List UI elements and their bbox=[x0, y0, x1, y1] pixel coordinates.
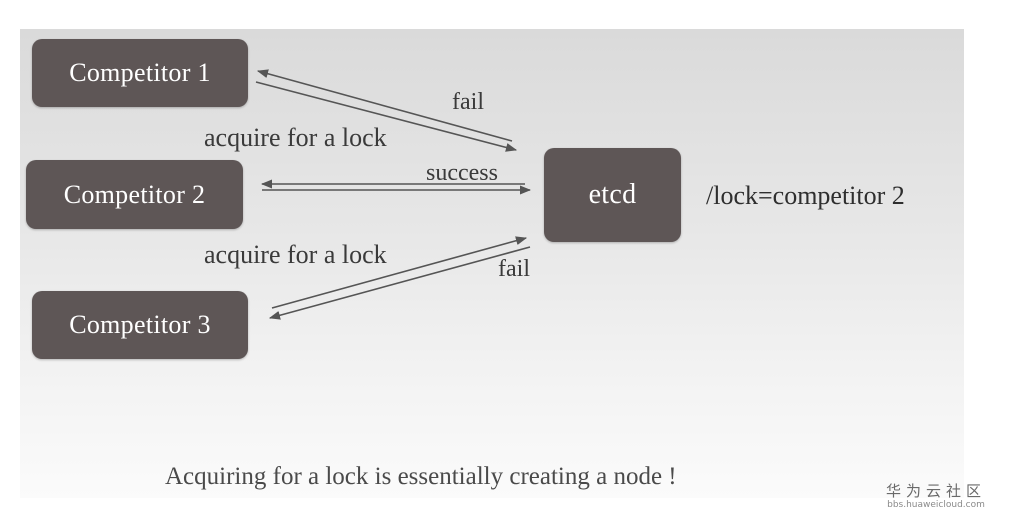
fail-label-3: fail bbox=[498, 256, 530, 282]
diagram-panel bbox=[20, 29, 964, 498]
arrow-c3-to-etcd bbox=[271, 236, 528, 309]
arrow-c1-to-etcd bbox=[255, 81, 518, 152]
watermark-title: 华为云社区 bbox=[886, 482, 987, 500]
lock-key-value: /lock=competitor 2 bbox=[706, 181, 905, 210]
watermark-logo: 华为云社区 bbs.huaweicloud.com bbox=[886, 483, 986, 511]
watermark-url: bbs.huaweicloud.com bbox=[887, 500, 985, 510]
competitor-3-node: Competitor 3 bbox=[32, 291, 248, 359]
arrow-etcd-to-c1 bbox=[256, 69, 513, 142]
arrow-etcd-to-c3 bbox=[268, 246, 531, 320]
acquire-label-3: acquire for a lock bbox=[204, 240, 387, 269]
diagram-caption: Acquiring for a lock is essentially crea… bbox=[165, 463, 677, 490]
competitor-2-node: Competitor 2 bbox=[26, 160, 243, 229]
success-label: success bbox=[426, 160, 498, 186]
etcd-node: etcd bbox=[544, 148, 681, 242]
competitor-1-node: Competitor 1 bbox=[32, 39, 248, 107]
acquire-label-1: acquire for a lock bbox=[204, 123, 387, 152]
fail-label-1: fail bbox=[452, 89, 484, 115]
